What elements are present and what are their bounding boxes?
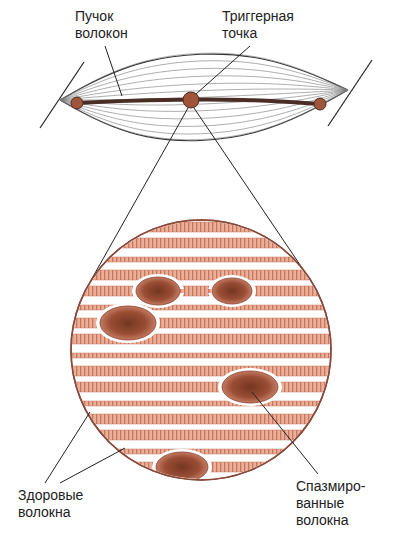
- muscle-fiber: [60, 53, 348, 100]
- knot-gap: [96, 303, 160, 343]
- knot-gap: [208, 275, 256, 307]
- healthy-fiber: [66, 366, 338, 376]
- muscle-fiber: [60, 90, 348, 119]
- knot-gap: [132, 274, 184, 308]
- leader-line: [60, 448, 125, 483]
- magnified-outline: [71, 220, 331, 480]
- muscle-fiber: [60, 90, 348, 140]
- spasm-knot: [156, 452, 208, 482]
- muscle-fiber: [60, 83, 348, 100]
- muscle-fiber: [60, 61, 348, 100]
- healthy-fiber: [66, 449, 338, 454]
- spasm-knot: [212, 278, 252, 304]
- trigger-label: Триггерная точка: [222, 8, 322, 42]
- stretched-fiber: [180, 289, 212, 293]
- muscle-fiber: [60, 76, 348, 100]
- leader-line: [252, 392, 318, 474]
- muscle-fiber: [60, 90, 348, 134]
- spasm-label: Спазмиро- ванные волокна: [296, 478, 380, 529]
- healthy-fiber: [66, 414, 338, 424]
- bundle-label: Пучок волокон: [75, 8, 147, 42]
- leader-line: [45, 412, 90, 483]
- muscle-outline: [60, 54, 348, 100]
- muscle-fiber: [60, 90, 348, 105]
- healthy-fiber: [66, 401, 338, 406]
- healthy-fiber: [66, 353, 338, 358]
- healthy-fiber: [66, 222, 338, 232]
- healthy-fiber: [66, 238, 338, 248]
- muscle-outline: [60, 90, 348, 141]
- knot-gap: [218, 368, 282, 406]
- healthy-fiber: [66, 270, 338, 280]
- leader-line: [196, 46, 250, 94]
- healthy-fiber: [66, 382, 338, 392]
- trigger-point: [183, 92, 199, 108]
- muscle-body: [60, 53, 348, 141]
- healthy-label: Здоровые волокна: [18, 487, 114, 521]
- spasm-knot: [222, 371, 278, 403]
- trigger-point: [71, 97, 83, 109]
- muscle-fiber: [60, 90, 348, 111]
- leader-line: [105, 46, 122, 96]
- spasm-knot: [100, 306, 156, 340]
- muscle-fiber: [60, 68, 348, 100]
- spasm-knot: [136, 277, 180, 305]
- trigger-point: [314, 98, 326, 110]
- muscle-fiber: [60, 90, 348, 126]
- healthy-fiber: [66, 286, 338, 296]
